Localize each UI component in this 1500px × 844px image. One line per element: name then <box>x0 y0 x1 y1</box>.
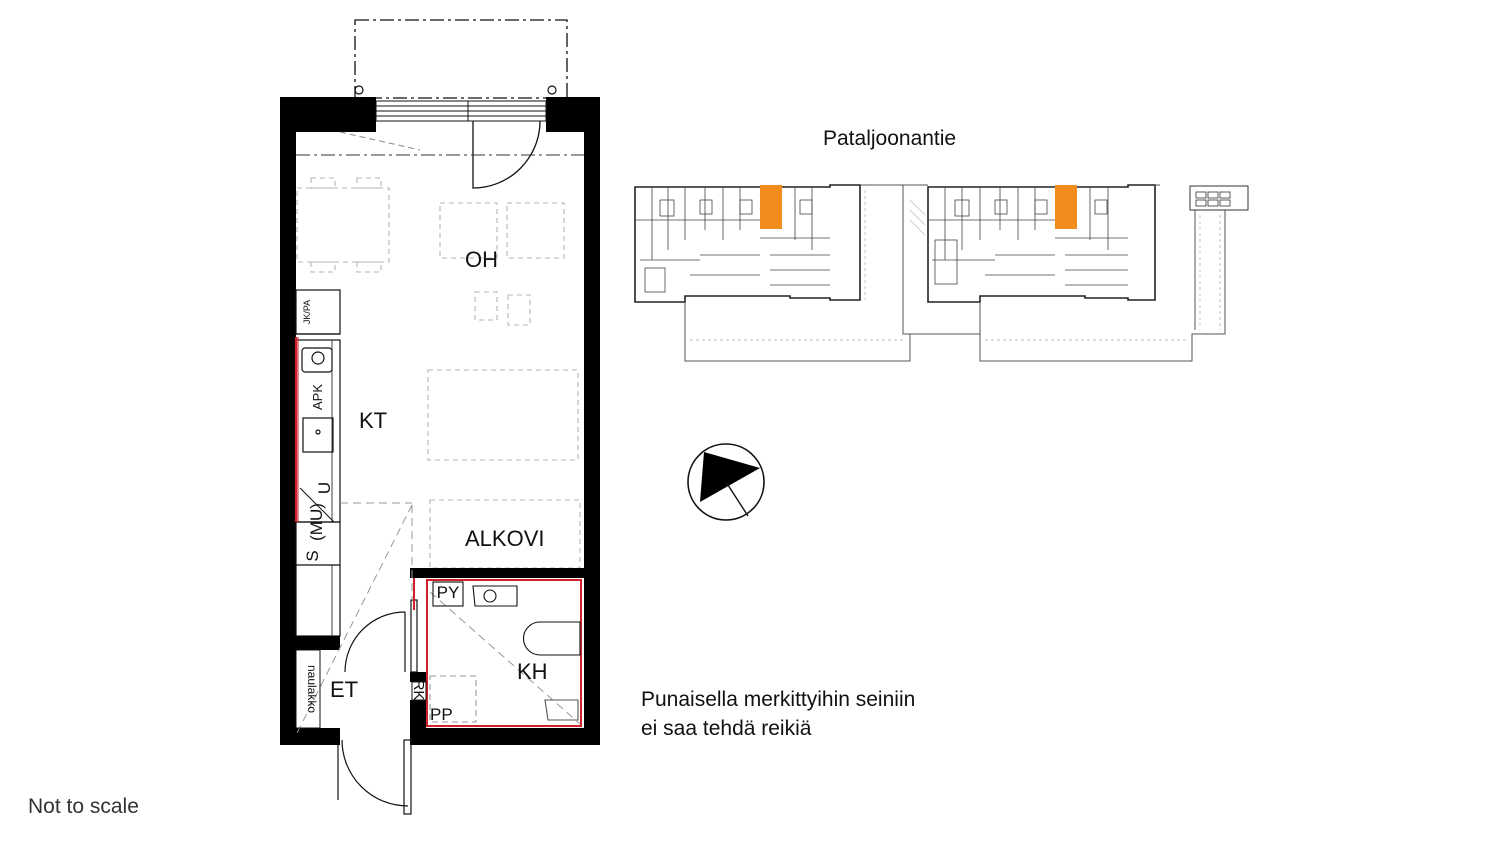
highlighted-apartment-b <box>1055 185 1077 229</box>
warning-line-2: ei saa tehdä reikiä <box>641 717 812 740</box>
exterior-walls <box>280 97 600 745</box>
label-rk: RK <box>410 680 427 701</box>
label-apk: APK <box>310 384 325 410</box>
label-mu: (MU) <box>307 503 326 541</box>
balcony-outline <box>354 19 568 99</box>
label-pp: PP <box>430 705 453 724</box>
furniture <box>296 177 581 569</box>
room-label-et: ET <box>330 677 358 702</box>
site-plan <box>634 184 1249 362</box>
label-naulakko: naulakko <box>305 665 319 713</box>
no-drill-warning: Punaisella merkittyihin seiniin ei saa t… <box>641 685 915 743</box>
apartment-plan: OH KT ALKOVI KH ET PY PP JK/PA APK U (MU… <box>280 19 600 815</box>
label-py: PY <box>437 583 460 602</box>
doors <box>337 599 418 815</box>
room-label-oh: OH <box>465 247 498 272</box>
no-drill-wall-kitchen <box>294 337 299 522</box>
street-name: Pataljoonantie <box>823 127 957 150</box>
room-label-kt: KT <box>359 408 387 433</box>
label-u: U <box>315 482 334 494</box>
label-s: S <box>303 550 322 561</box>
room-label-kh: KH <box>517 659 548 684</box>
label-jkpa: JK/PA <box>302 300 312 324</box>
not-to-scale-note: Not to scale <box>28 795 139 818</box>
warning-line-1: Punaisella merkittyihin seiniin <box>641 688 916 711</box>
north-arrow-icon <box>687 443 765 521</box>
kitchen-counter <box>295 289 341 637</box>
balcony-window <box>375 100 547 122</box>
highlighted-apartment-a <box>760 185 782 229</box>
balcony-door <box>472 120 541 189</box>
bathroom-fixtures <box>429 581 581 723</box>
no-drill-wall-bathroom <box>413 578 582 727</box>
interior-walls <box>296 568 584 745</box>
room-label-alkovi: ALKOVI <box>465 526 544 551</box>
